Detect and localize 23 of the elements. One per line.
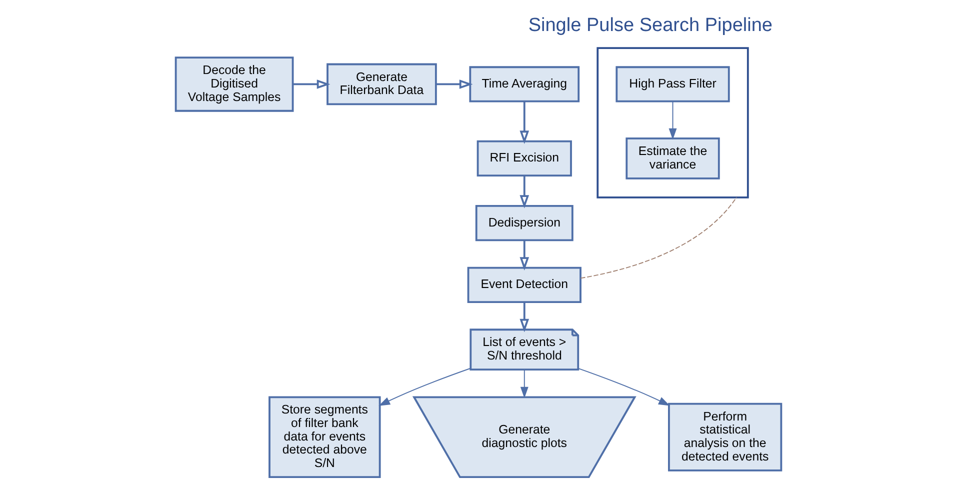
arrow <box>520 176 530 208</box>
connector <box>580 196 737 279</box>
arrow <box>520 370 528 398</box>
arrow <box>378 368 471 406</box>
arrow <box>520 240 530 270</box>
node-box: High Pass Filter <box>616 66 730 102</box>
node-box: Store segments of filter bank data for events detected above S/N <box>268 396 381 478</box>
arrow <box>578 368 670 406</box>
arrow <box>293 80 330 89</box>
node-box: Event Detection <box>467 266 582 303</box>
node-box: Time Averaging <box>469 66 580 102</box>
arrow <box>668 101 677 140</box>
arrow <box>520 102 530 144</box>
arrow <box>436 80 473 89</box>
node-box: Decode the Digitised Voltage Samples <box>174 56 294 112</box>
diagram-title: Single Pulse Search Pipeline <box>528 14 773 36</box>
node-box: RFI Excision <box>476 140 572 176</box>
node-box: Estimate the variance <box>626 138 720 180</box>
node-box: Perform statistical analysis on the detected events <box>668 402 782 472</box>
cluster <box>596 47 749 198</box>
node-box: Dedispersion <box>475 205 574 242</box>
arrow <box>520 302 530 332</box>
node-box: Generate Filterbank Data <box>326 63 437 106</box>
